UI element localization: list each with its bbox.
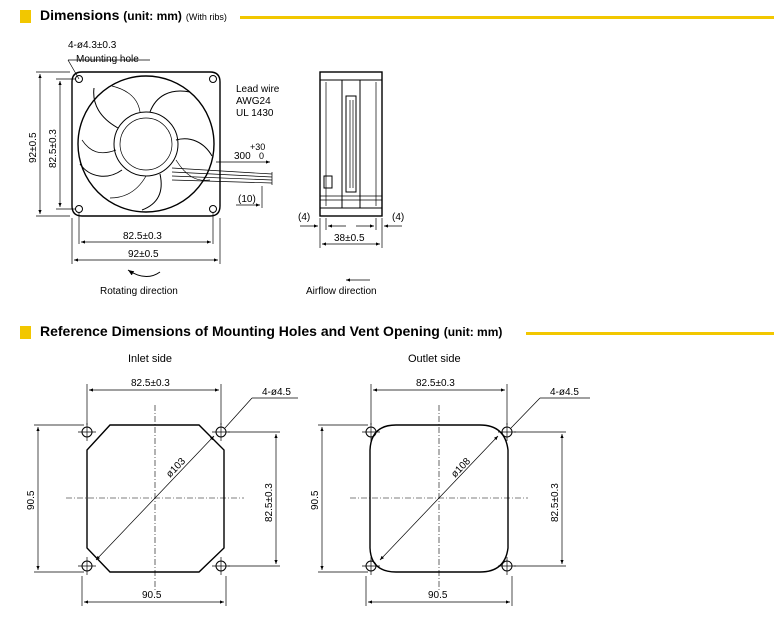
header-rule (526, 332, 774, 335)
wire-tolerance-plus: +30 (250, 142, 265, 152)
inlet-left-dimension: 90.5 (26, 490, 37, 510)
wire-length-label: 300 (234, 151, 251, 162)
rotating-direction-label: Rotating direction (100, 286, 178, 297)
front-dimensions: 4-ø4.3±0.3 Mounting hole 92±0.5 82.5±0.3… (28, 40, 280, 297)
dimensions-title: Dimensions (unit: mm)(With ribs) (40, 7, 227, 23)
outlet-bottom-dimension: 90.5 (428, 590, 448, 601)
outlet-left-dimension: 90.5 (310, 490, 321, 510)
outlet-diameter-label: ø108 (449, 456, 473, 480)
inner-height-label: 82.5±0.3 (48, 129, 59, 168)
fan-side-view (319, 71, 383, 217)
inlet-drawing: Inlet side ø103 82.5±0.3 4-ø4.5 90.5 (26, 353, 298, 606)
dimensions-title-text: Dimensions (40, 7, 120, 23)
outlet-side-label: Outlet side (408, 353, 461, 365)
dimensions-unit: (unit: mm) (123, 9, 182, 23)
hole-spec-label: 4-ø4.3±0.3 (68, 40, 117, 51)
ribs-note: (With ribs) (185, 12, 227, 22)
header-rule (240, 16, 774, 19)
ul-label: UL 1430 (236, 108, 274, 119)
strip-length-label: (10) (238, 194, 256, 205)
reference-unit: (unit: mm) (443, 325, 503, 339)
awg-label: AWG24 (236, 96, 271, 107)
inner-width-label: 82.5±0.3 (123, 231, 162, 242)
dimensions-header: Dimensions (unit: mm)(With ribs) (4, 6, 774, 28)
header-square-icon (20, 326, 31, 339)
inlet-holes-label: 4-ø4.5 (262, 387, 291, 398)
outlet-top-dimension: 82.5±0.3 (416, 378, 455, 389)
depth-label: 38±0.5 (334, 233, 365, 244)
side-dimensions: (4) (4) 38±0.5 Airflow direction (298, 212, 404, 297)
reference-title: Reference Dimensions of Mounting Holes a… (40, 323, 502, 339)
inlet-top-dimension: 82.5±0.3 (131, 378, 170, 389)
outer-height-label: 92±0.5 (28, 132, 39, 163)
outer-width-label: 92±0.5 (128, 249, 159, 260)
inlet-right-dimension: 82.5±0.3 (264, 483, 275, 522)
inlet-diameter-label: ø103 (164, 456, 188, 480)
header-square-icon (20, 10, 31, 23)
outlet-right-dimension: 82.5±0.3 (550, 483, 561, 522)
inlet-bottom-dimension: 90.5 (142, 590, 162, 601)
fan-front-view (71, 71, 273, 217)
outlet-holes-label: 4-ø4.5 (550, 387, 579, 398)
airflow-direction-label: Airflow direction (306, 286, 377, 297)
inlet-side-label: Inlet side (128, 353, 172, 365)
mounting-hole-label: Mounting hole (76, 54, 139, 65)
side-right-offset: (4) (392, 212, 404, 223)
lead-wire-label: Lead wire (236, 84, 280, 95)
wire-tolerance-zero: 0 (259, 151, 264, 161)
outlet-drawing: Outlet side ø108 82.5±0.3 4-ø4.5 90.5 82… (310, 353, 590, 606)
reference-title-text: Reference Dimensions of Mounting Holes a… (40, 323, 440, 339)
side-left-offset: (4) (298, 212, 310, 223)
reference-header: Reference Dimensions of Mounting Holes a… (4, 322, 774, 344)
